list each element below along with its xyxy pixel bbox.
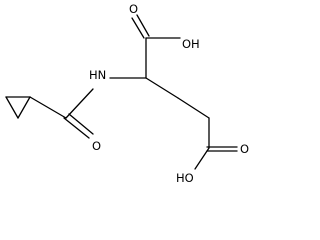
molecule-structure: O OH HN O O HO	[5, 2, 249, 185]
atom-label-nh: HN	[89, 68, 106, 82]
bond-bottom-hydroxyl	[194, 147, 210, 170]
amide-carbonyl-double-bond	[63, 113, 94, 139]
atom-label-oh-top: OH	[182, 37, 200, 51]
cyclopropane-ring	[5, 96, 31, 119]
bottom-carboxyl-double-bond	[206, 146, 238, 152]
atom-label-o-amide: O	[92, 139, 101, 153]
atom-label-o-top: O	[129, 2, 138, 16]
top-carboxyl-double-bond	[131, 14, 150, 39]
bond-methylene-methylene	[177, 97, 210, 119]
bond-alpha-methylene	[145, 77, 179, 99]
bond-carbonyl-nitrogen	[65, 88, 94, 119]
atom-label-oh-bottom: HO	[176, 171, 194, 185]
structure-canvas: O OH HN O O HO	[5, 2, 249, 185]
atom-label-o-bottom: O	[240, 142, 249, 156]
bond-ring-carbonyl	[29, 96, 67, 119]
